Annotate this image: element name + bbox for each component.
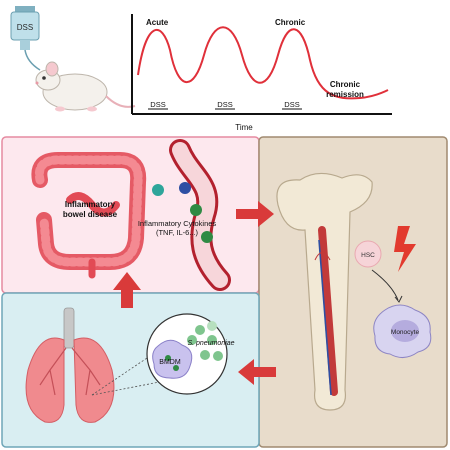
x-axis-label: Time: [235, 123, 253, 132]
chronic-label: Chronic: [275, 18, 306, 27]
disease-label-line2: bowel disease: [63, 210, 118, 219]
monocyte-cell: [373, 304, 432, 358]
acute-label: Acute: [146, 18, 169, 27]
cytokine-dot-green: [190, 204, 202, 216]
disease-course-chart: Acute Chronic Chronic remission DSS DSS …: [131, 14, 392, 132]
remission-label-line2: remission: [326, 90, 364, 99]
dss-mark: DSS: [215, 100, 235, 110]
lungs-icon: [25, 307, 115, 423]
monocyte-label: Monocyte: [391, 329, 420, 336]
svg-text:DSS: DSS: [284, 100, 299, 109]
hsc-label: HSC: [361, 252, 375, 259]
dss-mark: DSS: [282, 100, 302, 110]
cytokine-label-line2: (TNF, IL-6...): [156, 228, 199, 237]
svg-text:DSS: DSS: [150, 100, 165, 109]
inflammation-curve: [137, 26, 389, 100]
dss-bottle-label: DSS: [17, 23, 33, 32]
disease-label-line1: Inflammatory: [65, 200, 116, 209]
cytokine-dot-blue: [179, 182, 191, 194]
hsc-cell: [354, 240, 382, 268]
alveolus-zoom-circle: [146, 313, 228, 395]
arrow-bone-to-lung: [238, 359, 276, 385]
lung-panel: S. pneumoniae BMDM: [1, 292, 260, 448]
dss-mark: DSS: [148, 100, 168, 110]
colon-icon: [31, 152, 147, 279]
lightning-icon: [394, 226, 416, 272]
cytokine-label-line1: Inflammatory Cytokines: [138, 219, 217, 228]
arrow-gut-to-bone: [236, 201, 274, 227]
bmdm-label: BMDM: [159, 359, 181, 366]
differentiation-arrow: [371, 269, 399, 301]
dss-bottle-icon: DSS: [10, 6, 41, 71]
arrow-lung-to-gut: [113, 272, 141, 308]
cytokine-dot-green: [201, 231, 213, 243]
pathogen-label: S. pneumoniae: [187, 340, 234, 347]
bone-marrow-panel: HSC Monocyte: [258, 136, 448, 448]
femur-bone-icon: [276, 172, 373, 411]
gut-panel: Inflammatory bowel disease Inflammatory …: [1, 136, 260, 294]
mouse-icon: [35, 61, 136, 112]
svg-text:DSS: DSS: [217, 100, 232, 109]
zoom-line: [91, 379, 171, 396]
cytokine-dot-teal: [152, 184, 164, 196]
remission-label-line1: Chronic: [330, 80, 361, 89]
blood-vessel-icon: [152, 139, 231, 291]
